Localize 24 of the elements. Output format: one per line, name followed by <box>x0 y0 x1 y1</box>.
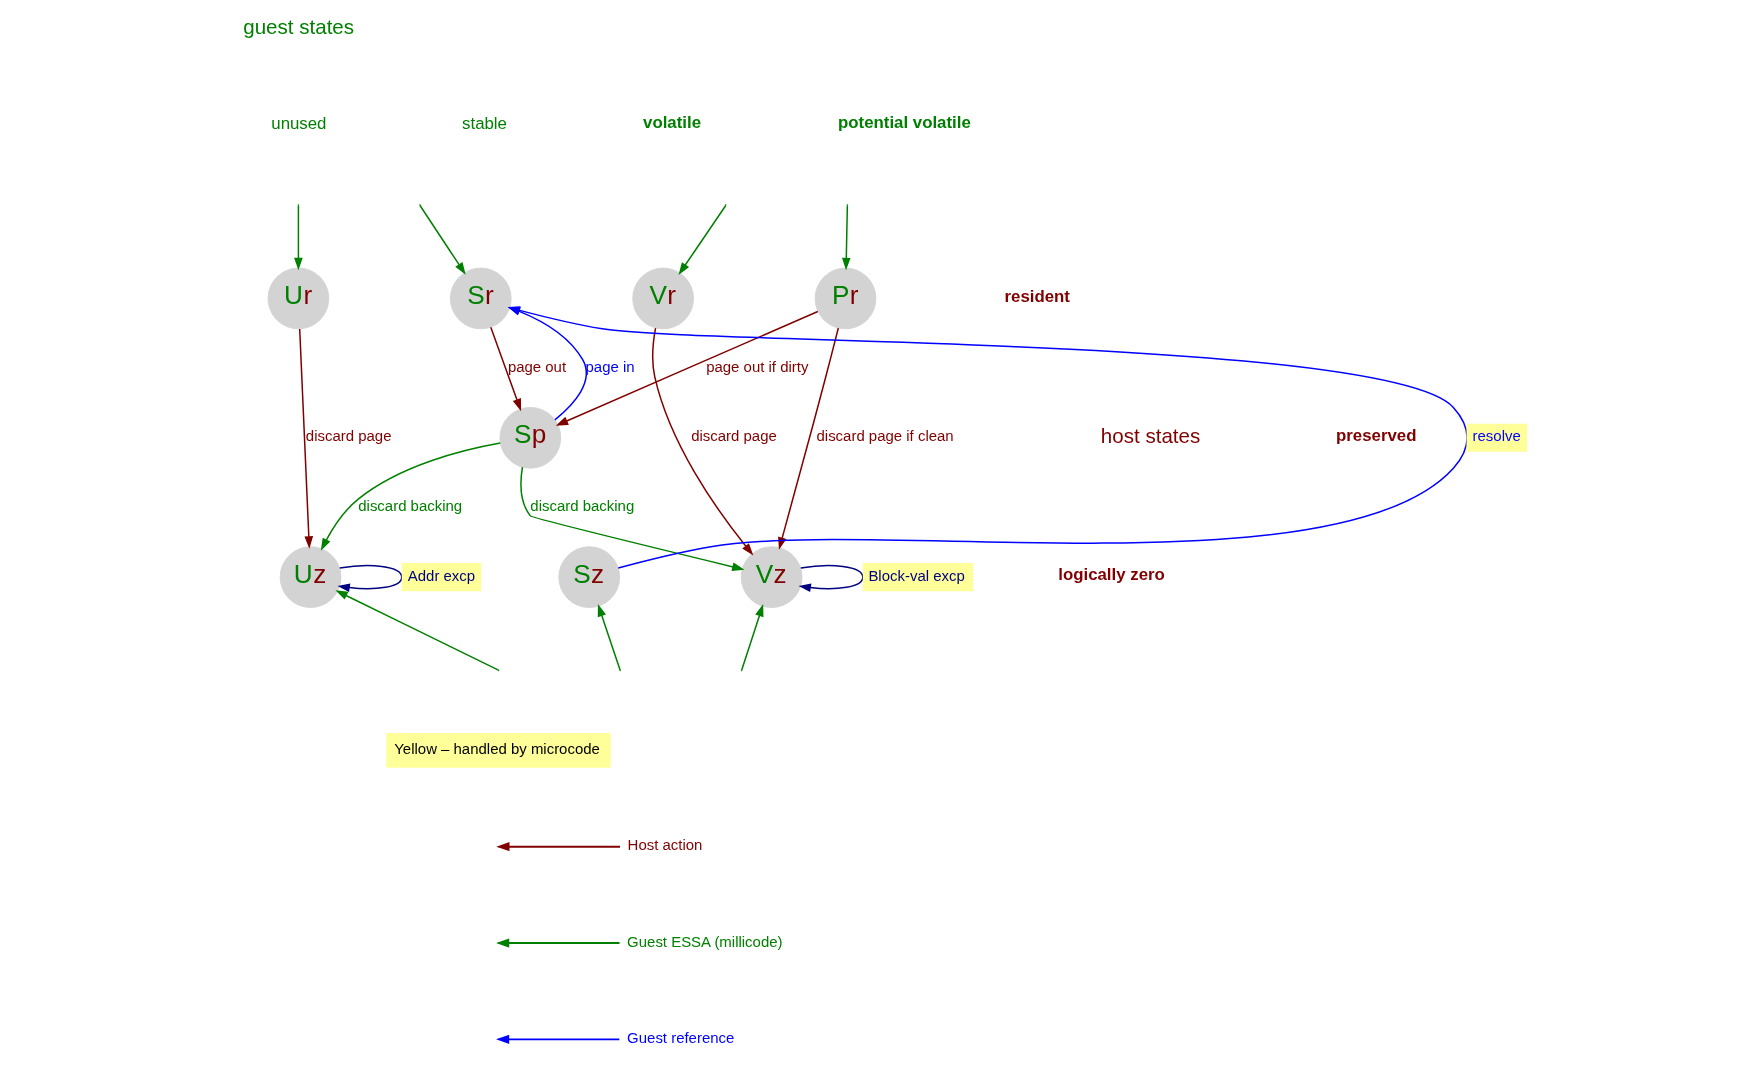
label: preserved <box>1335 425 1416 445</box>
label: host states <box>1100 424 1200 448</box>
edge-label: Addr excp <box>407 566 475 584</box>
label: Yellow – handled by microcode <box>393 739 600 757</box>
label: stable <box>461 114 507 134</box>
edge-label: page out <box>507 357 566 375</box>
edge-label: discard page if clean <box>816 427 954 445</box>
label: guest states <box>242 14 354 38</box>
legend-label: Guest reference <box>626 1028 734 1046</box>
edge-label: discard page <box>690 427 777 445</box>
label: resident <box>1003 286 1070 306</box>
edge-label: discard backing <box>357 497 462 515</box>
edge-label: resolve <box>1472 427 1521 445</box>
label: logically zero <box>1057 565 1165 585</box>
edge-label: discard page <box>305 427 392 445</box>
edge-label: page out if dirty <box>705 357 808 375</box>
legend-label: Guest ESSA (millicode) <box>626 932 783 950</box>
label: potential volatile <box>837 113 971 133</box>
label: volatile <box>642 113 701 133</box>
label: unused <box>270 114 326 134</box>
edge-label: discard backing <box>529 497 634 515</box>
edge-label: Block-val excp <box>867 566 965 584</box>
legend-label: Host action <box>627 836 702 854</box>
edge-label: page in <box>585 357 635 375</box>
